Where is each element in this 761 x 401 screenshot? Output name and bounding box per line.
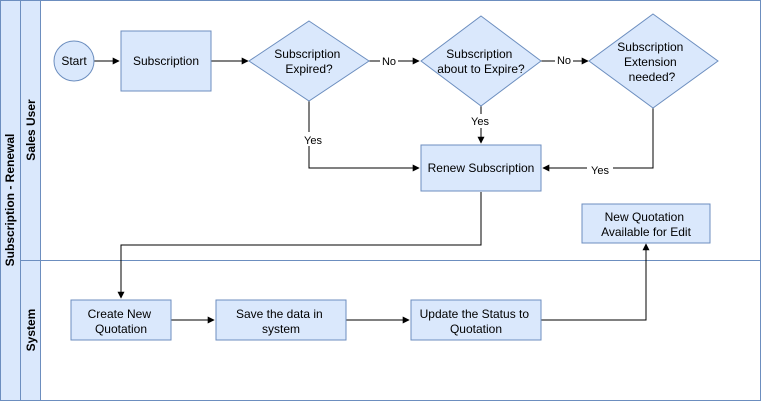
node-expired-decision[interactable]: Subscription Expired? (248, 20, 370, 102)
expired-decision-line-2: Expired? (285, 62, 333, 76)
create-new-quotation-label: Create New Quotation (88, 307, 155, 336)
edge-label-yes-expired: Yes (304, 135, 322, 147)
extension-needed-line-3: needed? (629, 70, 676, 84)
node-update-status[interactable]: Update the Status to Quotation (410, 299, 542, 341)
update-status-shape (410, 299, 542, 341)
pool-title: Subscription - Renewal (3, 134, 17, 267)
expired-decision-shape (248, 20, 370, 102)
edge-update-to-available (541, 243, 650, 321)
about-to-expire-label: Subscription about to Expire? (437, 47, 525, 76)
extension-needed-line-2: Extension (624, 55, 677, 69)
node-new-quotation-available[interactable]: New Quotation Available for Edit (581, 203, 711, 244)
update-status-line-2: Quotation (450, 322, 502, 336)
node-start[interactable]: Start (53, 40, 95, 82)
create-new-quotation-shape (70, 299, 172, 341)
new-quotation-available-line-1: New Quotation (605, 210, 684, 224)
node-extension-needed-decision[interactable]: Subscription Extension needed? (588, 13, 719, 109)
create-new-quotation-line-2: Quotation (95, 322, 147, 336)
new-quotation-available-line-2: Available for Edit (601, 225, 691, 239)
save-data-label: Save the data in system (236, 307, 326, 336)
about-to-expire-line-2: about to Expire? (437, 62, 525, 76)
node-renew-subscription[interactable]: Renew Subscription (420, 144, 542, 192)
edge-label-yes-extension: Yes (591, 165, 609, 177)
edge-label-no1: No (382, 56, 396, 68)
lane-sales-user: Sales User (20, 0, 761, 261)
start-event-shape (53, 40, 95, 82)
subscription-shape (120, 30, 212, 92)
save-data-line-2: system (262, 322, 300, 336)
edge-expired-yes (308, 101, 420, 172)
update-status-label: Update the Status to Quotation (420, 307, 533, 336)
extension-needed-label: Subscription Extension needed? (617, 40, 686, 84)
edge-label-yes-about: Yes (471, 116, 489, 128)
node-about-to-expire-decision[interactable]: Subscription about to Expire? (420, 15, 542, 107)
lane-system-label: System (24, 309, 38, 352)
node-subscription[interactable]: Subscription (120, 30, 212, 92)
renew-subscription-shape (420, 144, 542, 192)
edge-extension-yes (542, 107, 654, 172)
save-data-shape (215, 299, 347, 341)
expired-decision-line-1: Subscription (274, 47, 340, 61)
edge-renew-to-create (117, 192, 482, 299)
lane-sales-user-label: Sales User (24, 99, 38, 161)
edge-label-no2: No (557, 55, 571, 67)
node-save-data[interactable]: Save the data in system (215, 299, 347, 341)
renew-subscription-label: Renew Subscription (428, 161, 535, 175)
extension-needed-shape (588, 13, 719, 109)
new-quotation-available-label: New Quotation Available for Edit (601, 210, 691, 239)
start-event-label: Start (61, 54, 87, 68)
extension-needed-line-1: Subscription (617, 40, 683, 54)
subscription-label: Subscription (133, 54, 199, 68)
save-data-line-1: Save the data in (236, 307, 323, 321)
new-quotation-available-shape (581, 203, 711, 244)
about-to-expire-line-1: Subscription (446, 47, 512, 61)
expired-decision-label: Subscription Expired? (274, 47, 343, 76)
edge-labels: No No Yes Yes Yes (300, 53, 613, 177)
about-to-expire-shape (420, 15, 542, 107)
node-create-new-quotation[interactable]: Create New Quotation (70, 299, 172, 341)
create-new-quotation-line-1: Create New (88, 307, 152, 321)
update-status-line-1: Update the Status to (420, 307, 530, 321)
